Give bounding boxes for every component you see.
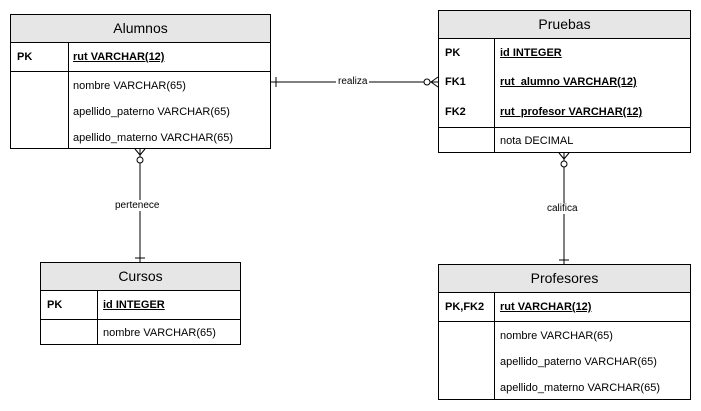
entity-title: Profesores bbox=[439, 265, 690, 293]
entity-profesores[interactable]: Profesores PK,FK2 rut VARCHAR(12) nombre… bbox=[438, 264, 691, 400]
entity-title: Cursos bbox=[41, 263, 240, 291]
relation-label-pertenece: pertenece bbox=[113, 200, 162, 211]
attribute: nombre VARCHAR(65) bbox=[500, 330, 613, 342]
entity-cursos[interactable]: Cursos PK id INTEGER nombre VARCHAR(65) bbox=[40, 262, 241, 345]
primary-key-attribute: rut VARCHAR(12) bbox=[73, 51, 165, 63]
primary-key-attribute: id INTEGER bbox=[103, 299, 165, 311]
attribute: apellido_materno VARCHAR(65) bbox=[500, 382, 660, 394]
foreign-key-attribute: rut_alumno VARCHAR(12) bbox=[500, 76, 637, 88]
attribute: nombre VARCHAR(65) bbox=[103, 327, 216, 339]
primary-key-attribute: rut VARCHAR(12) bbox=[500, 301, 592, 313]
entity-pruebas[interactable]: Pruebas PK id INTEGER FK1 rut_alumno VAR… bbox=[438, 10, 691, 153]
attribute: nombre VARCHAR(65) bbox=[73, 80, 186, 92]
entity-key-section: PK id INTEGER FK1 rut_alumno VARCHAR(12)… bbox=[439, 39, 690, 128]
entity-key-section: PK,FK2 rut VARCHAR(12) bbox=[439, 293, 690, 322]
attribute: apellido_paterno VARCHAR(65) bbox=[500, 356, 657, 368]
attribute: nota DECIMAL bbox=[500, 135, 574, 147]
relation-label-realiza: realiza bbox=[336, 76, 370, 87]
attribute: apellido_paterno VARCHAR(65) bbox=[73, 106, 230, 118]
attribute: apellido_materno VARCHAR(65) bbox=[73, 132, 233, 144]
entity-title: Pruebas bbox=[439, 11, 690, 39]
entity-key-section: PK id INTEGER bbox=[41, 291, 240, 320]
key-marker: FK1 bbox=[445, 76, 466, 88]
key-marker: FK2 bbox=[445, 106, 466, 118]
entity-key-section: PK rut VARCHAR(12) bbox=[11, 43, 270, 72]
key-marker: PK,FK2 bbox=[445, 301, 485, 313]
entity-title: Alumnos bbox=[11, 15, 270, 43]
entity-attribute-section: nombre VARCHAR(65) bbox=[41, 320, 240, 345]
entity-attribute-section: nombre VARCHAR(65) apellido_paterno VARC… bbox=[439, 322, 690, 400]
entity-attribute-section: nombre VARCHAR(65) apellido_paterno VARC… bbox=[11, 72, 270, 149]
entity-alumnos[interactable]: Alumnos PK rut VARCHAR(12) nombre VARCHA… bbox=[10, 14, 271, 149]
entity-attribute-section: nota DECIMAL bbox=[439, 128, 690, 153]
key-marker: PK bbox=[445, 47, 461, 59]
relation-label-califica: califica bbox=[545, 203, 580, 214]
foreign-key-attribute: rut_profesor VARCHAR(12) bbox=[500, 106, 643, 118]
key-marker: PK bbox=[17, 51, 33, 63]
key-marker: PK bbox=[47, 299, 63, 311]
relation-pertenece-line bbox=[134, 148, 146, 262]
primary-key-attribute: id INTEGER bbox=[500, 47, 562, 59]
